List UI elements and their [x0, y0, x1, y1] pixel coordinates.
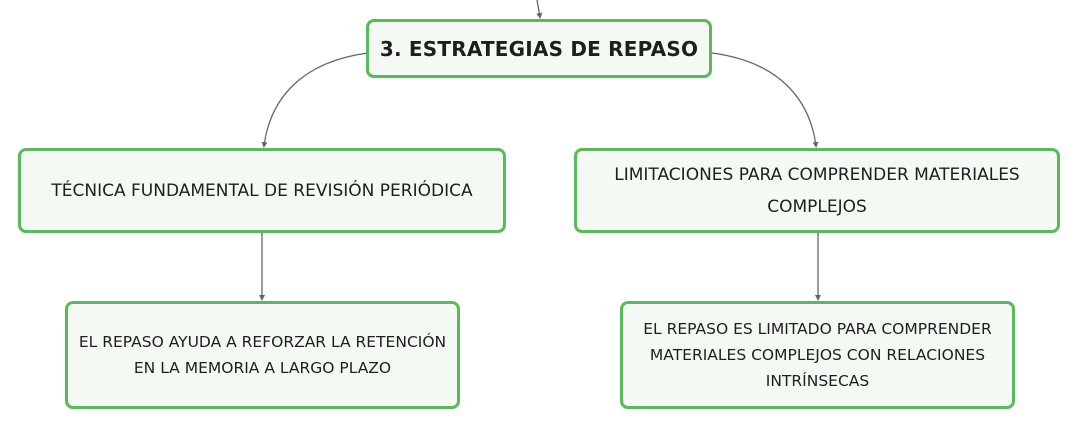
root-node[interactable]: 3. ESTRATEGIAS DE REPASO	[366, 19, 712, 78]
branch-node-limitations[interactable]: LIMITACIONES PARA COMPRENDER MATERIALES …	[574, 148, 1060, 233]
connector-from-parent	[536, 0, 543, 19]
connector-root-to-left-branch	[261, 52, 369, 148]
leaf-node-label: EL REPASO ES LIMITADO PARA COMPRENDER MA…	[643, 320, 992, 390]
leaf-node-label: EL REPASO AYUDA A REFORZAR LA RETENCIÓN …	[78, 333, 447, 377]
leaf-node-memory-retention[interactable]: EL REPASO AYUDA A REFORZAR LA RETENCIÓN …	[65, 301, 460, 409]
branch-node-label: LIMITACIONES PARA COMPRENDER MATERIALES …	[614, 164, 1020, 217]
branch-node-label: TÉCNICA FUNDAMENTAL DE REVISIÓN PERIÓDIC…	[51, 180, 473, 201]
connector-root-to-right-branch	[711, 52, 819, 148]
root-node-label: 3. ESTRATEGIAS DE REPASO	[379, 36, 699, 61]
leaf-node-complex-materials[interactable]: EL REPASO ES LIMITADO PARA COMPRENDER MA…	[620, 301, 1015, 409]
branch-node-periodic-review[interactable]: TÉCNICA FUNDAMENTAL DE REVISIÓN PERIÓDIC…	[18, 148, 506, 233]
